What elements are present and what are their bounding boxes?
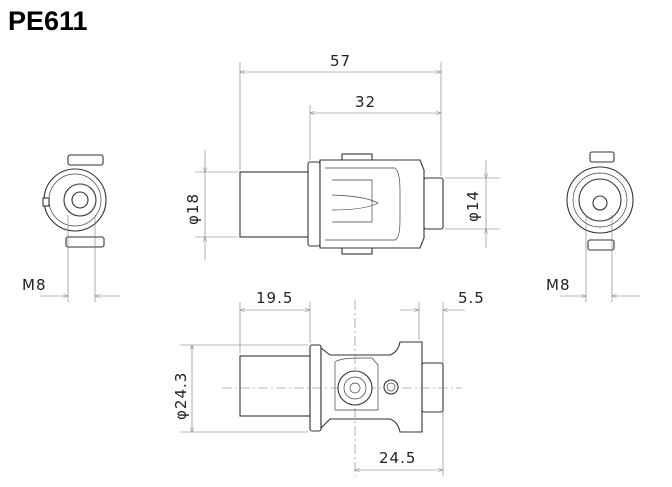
right-cyl-length-label: 5.5 <box>458 289 485 307</box>
right-end-view: M8 <box>546 151 640 302</box>
dia-left-label: φ18 <box>184 193 202 225</box>
hole-offset-label: 24.5 <box>379 449 416 467</box>
overall-length-label: 57 <box>330 52 351 70</box>
dia-right-label: φ14 <box>464 190 482 222</box>
left-cyl-length-label: 19.5 <box>256 289 293 307</box>
body-length-label: 32 <box>355 93 376 111</box>
left-end-view: M8 <box>22 154 120 302</box>
thread-right-label: M8 <box>546 276 571 294</box>
part-number-title: PE611 <box>8 6 88 36</box>
dia-body-label: φ24.3 <box>172 372 190 420</box>
side-view-top: 57 32 φ18 φ14 <box>184 52 500 260</box>
side-view-bottom: 19.5 5.5 φ24.3 24.5 <box>172 289 485 476</box>
thread-left-label: M8 <box>22 276 47 294</box>
